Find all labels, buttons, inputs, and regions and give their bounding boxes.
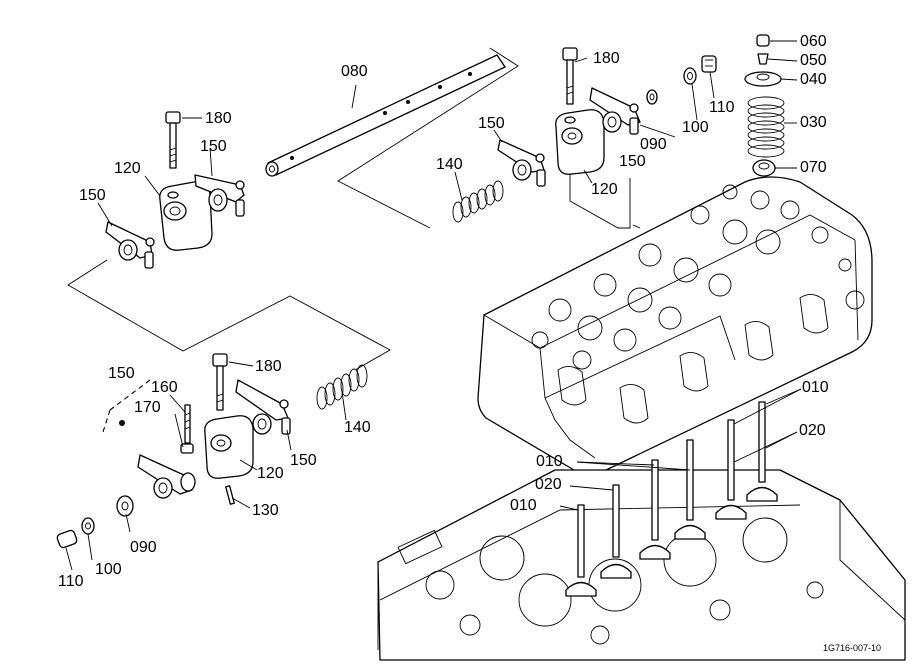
plug-bottom: [56, 529, 78, 549]
bolt-left: [165, 111, 181, 169]
label-140-bottom: 140: [344, 419, 371, 436]
washer-top: [646, 67, 697, 105]
label-120-bottom: 120: [257, 465, 284, 482]
label-140-center: 140: [436, 156, 463, 173]
label-150-right: 150: [619, 153, 646, 170]
spring-center: [452, 180, 504, 223]
bolt-center: [562, 47, 578, 105]
rocker-arm-left-top: [194, 174, 245, 217]
spring-retainer: [744, 71, 782, 87]
valve-cap: [756, 34, 770, 47]
adjusting-screw: [184, 404, 191, 444]
valves: [565, 401, 778, 597]
label-160: 160: [151, 379, 178, 396]
leader-lines: [65, 40, 802, 571]
label-060: 060: [800, 33, 827, 50]
center-group-outline: [569, 168, 641, 229]
spring-bottom: [316, 364, 368, 410]
label-180-mid: 180: [255, 358, 282, 375]
label-100-bottom: 100: [95, 561, 122, 578]
label-090-bottom: 090: [130, 539, 157, 556]
label-010-a: 010: [802, 379, 829, 396]
label-120-left: 120: [114, 160, 141, 177]
plug-top: [701, 55, 717, 73]
label-020-b: 020: [535, 476, 562, 493]
label-170: 170: [134, 399, 161, 416]
label-010-c: 010: [510, 497, 537, 514]
label-150-bottom: 150: [290, 452, 317, 469]
label-080: 080: [341, 63, 368, 80]
bottom-left-group-outline: [102, 379, 151, 433]
rocker-arm-right: [589, 87, 641, 135]
rocker-arm-bottom-right: [235, 379, 291, 435]
label-010-b: 010: [536, 453, 563, 470]
label-120-center: 120: [591, 181, 618, 198]
cylinder-head: [477, 176, 873, 475]
label-030: 030: [800, 114, 827, 131]
label-150-center: 150: [478, 115, 505, 132]
rocker-bracket-bottom: [204, 415, 254, 479]
label-180-left: 180: [205, 110, 232, 127]
rocker-bracket-center: [555, 109, 605, 175]
label-040: 040: [800, 71, 827, 88]
label-150-left: 150: [79, 187, 106, 204]
label-130: 130: [252, 502, 279, 519]
rocker-arm-bottom-left: [119, 420, 196, 499]
label-050: 050: [800, 52, 827, 69]
label-110-top: 110: [709, 99, 735, 116]
lock-nut: [180, 443, 194, 454]
label-070: 070: [800, 159, 827, 176]
label-020-a: 020: [799, 422, 826, 439]
cylinder-block: [377, 469, 906, 661]
washer-bottom-090: [116, 495, 134, 517]
label-110-bottom: 110: [58, 573, 84, 590]
bolt-bottom: [212, 353, 228, 411]
washer-bottom-100: [81, 517, 95, 535]
rocker-arm-shaft: [265, 54, 506, 177]
label-180-top: 180: [593, 50, 620, 67]
rocker-arm-left-bottom: [105, 221, 155, 269]
figure-code: 1G716-007-10: [823, 643, 882, 653]
label-150-bl: 150: [108, 365, 135, 382]
valve-cotter: [757, 53, 769, 65]
label-100-top: 100: [682, 119, 709, 136]
rocker-bracket-left: [159, 181, 213, 251]
valve-stem-seal: [752, 159, 776, 177]
label-150-left-top: 150: [200, 138, 227, 155]
left-group-outline: [67, 47, 519, 371]
rocker-arm-center: [497, 139, 546, 187]
pin: [225, 485, 235, 505]
label-090-top: 090: [640, 136, 667, 153]
valve-spring: [747, 96, 785, 158]
